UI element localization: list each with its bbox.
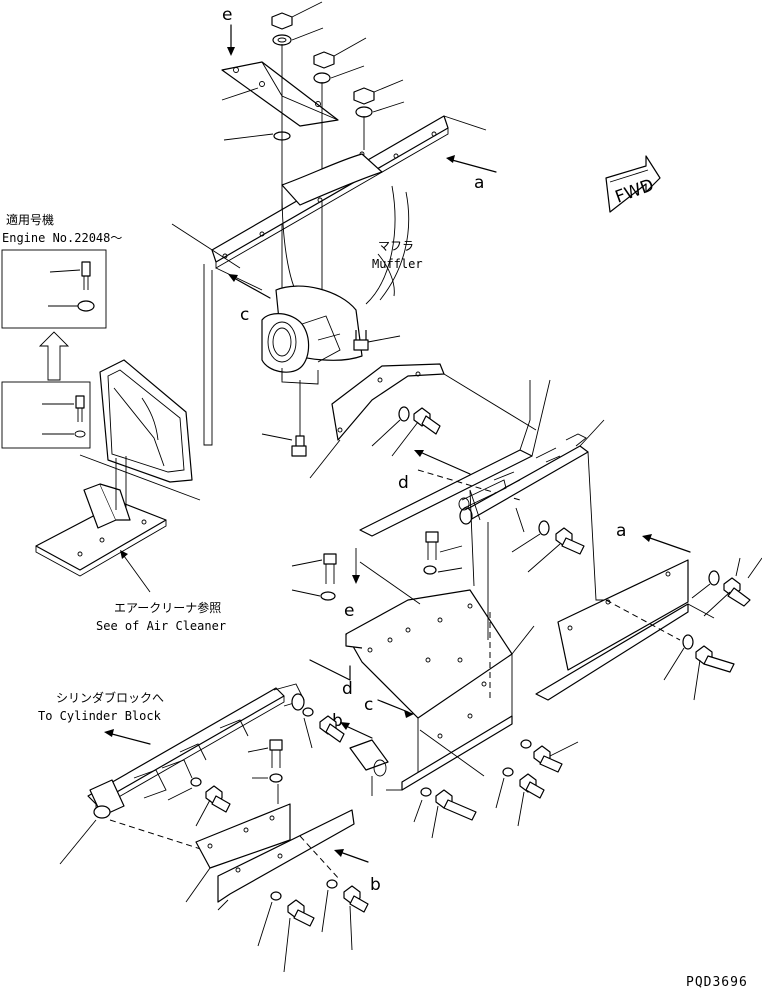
callout-a-right: a bbox=[616, 521, 691, 553]
center-bracket bbox=[309, 363, 537, 479]
muffler-label-jp: マフラ bbox=[378, 239, 414, 253]
fwd-indicator: FWD bbox=[605, 155, 661, 213]
callout-b-label: b bbox=[332, 711, 343, 731]
air-cleaner-label-jp: エアークリーナ参照 bbox=[114, 600, 221, 615]
muffler-bracket-bar: a bbox=[171, 115, 497, 446]
right-long-plate bbox=[535, 557, 762, 701]
callout-d-label: d bbox=[398, 473, 409, 493]
muffler: マフラ Muffler bbox=[261, 185, 423, 385]
applicable-inset: 適用号機 Engine No.22048～ bbox=[1, 212, 122, 449]
callout-a-label: a bbox=[474, 173, 484, 193]
cylinder-label-jp: シリンダブロックへ bbox=[56, 690, 164, 705]
callout-a-label-2: a bbox=[616, 521, 626, 541]
muffler-bolts bbox=[261, 330, 401, 457]
callout-c-label-3: c bbox=[364, 695, 373, 715]
cylinder-label-en: To Cylinder Block bbox=[38, 709, 162, 723]
callout-c-label: c bbox=[240, 305, 249, 325]
cylinder-block-bracket: シリンダブロックへ To Cylinder Block bbox=[38, 683, 345, 865]
applicable-label: 適用号機 bbox=[6, 212, 54, 227]
top-fasteners bbox=[271, 1, 405, 118]
callout-b-label-2: b bbox=[370, 875, 381, 895]
lower-bracket-plate: b bbox=[185, 784, 381, 973]
center-guard: e bbox=[291, 489, 535, 791]
callout-d-label-3: d bbox=[342, 679, 353, 699]
air-cleaner-base: エアークリーナ参照 See of Air Cleaner bbox=[35, 456, 226, 633]
callout-e-top: e bbox=[222, 5, 235, 56]
callout-e-label: e bbox=[222, 5, 232, 25]
muffler-label-en: Muffler bbox=[372, 257, 423, 271]
callouts-lower-center: d c b bbox=[309, 659, 414, 796]
air-cleaner-label-en: See of Air Cleaner bbox=[96, 619, 226, 633]
engine-no-label: Engine No.22048～ bbox=[2, 231, 122, 245]
lower-right-fasteners bbox=[386, 739, 579, 839]
callout-d-top: d bbox=[359, 379, 551, 537]
right-tube-bracket bbox=[458, 419, 688, 601]
callout-e-label-2: e bbox=[344, 601, 354, 621]
air-cleaner-bracket bbox=[79, 359, 201, 501]
callout-c-top: c bbox=[228, 274, 271, 325]
drawing-code: PQD3696 bbox=[686, 975, 748, 990]
